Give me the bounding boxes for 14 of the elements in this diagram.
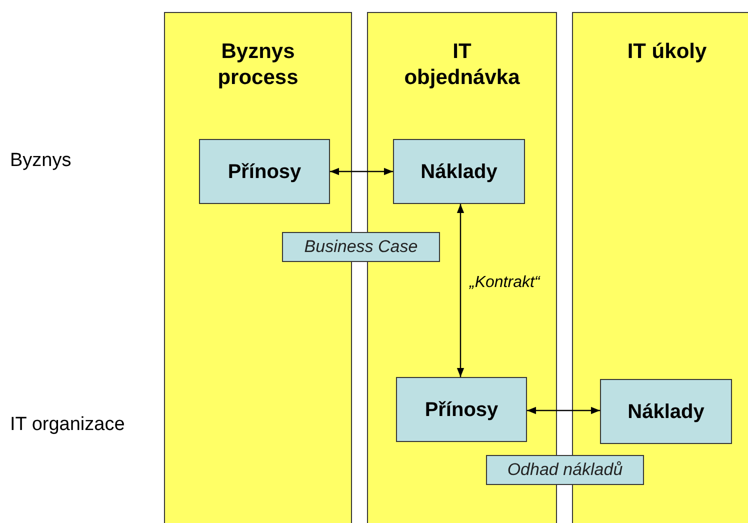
row-label: IT organizace xyxy=(10,413,126,437)
lane-heading: IT objednávka xyxy=(403,39,521,91)
row-label: Byznys xyxy=(10,149,72,173)
lane-heading: IT úkoly xyxy=(626,39,708,65)
double-arrow xyxy=(456,204,464,377)
process-box: Přínosy xyxy=(396,377,527,442)
note-box: Odhad nákladů xyxy=(486,455,644,485)
double-arrow xyxy=(330,168,393,176)
process-box: Náklady xyxy=(600,379,732,444)
note-box: Business Case xyxy=(282,232,440,262)
lane-heading: Byznys process xyxy=(216,39,300,91)
process-box: Náklady xyxy=(393,139,525,204)
double-arrow xyxy=(527,406,600,414)
process-box: Přínosy xyxy=(199,139,330,204)
